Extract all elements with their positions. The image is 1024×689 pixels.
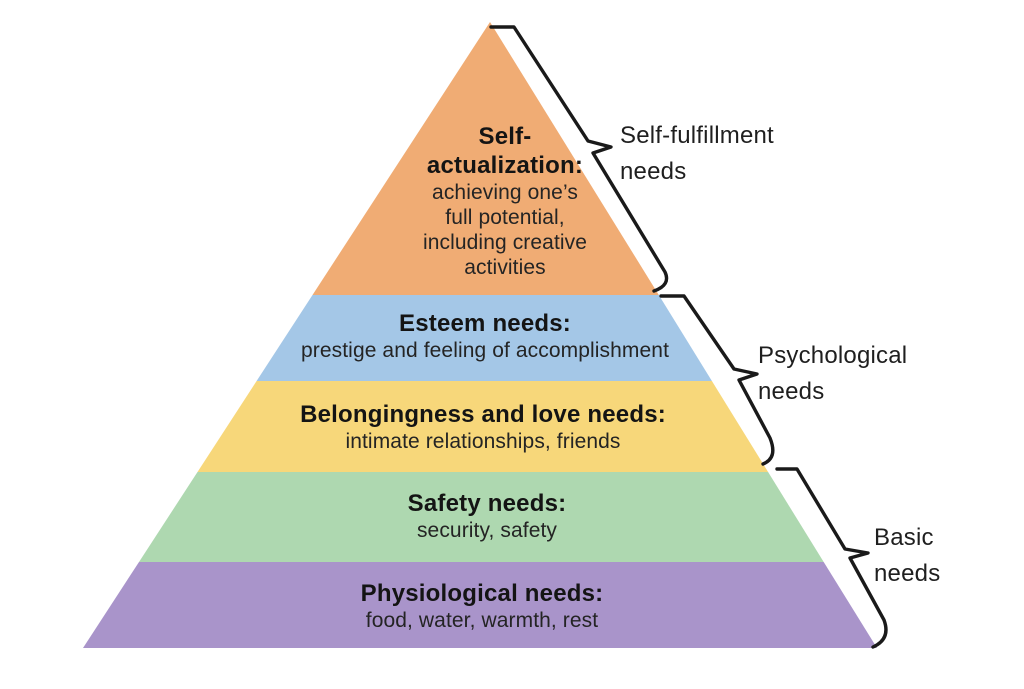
level-heading: Belongingness and love needs: (300, 401, 666, 428)
level-description: security, safety (416, 519, 558, 542)
level-text-self-actualization: Self- actualization: achieving one’s ful… (423, 122, 587, 280)
bracket-basic-needs (775, 467, 888, 649)
side-label-self-fulfillment-needs: Self-fulfillment needs (620, 118, 774, 190)
pyramid-level-physiological (83, 562, 877, 648)
side-label-basic-needs: Basic needs (874, 520, 940, 592)
level-description: activities (464, 256, 546, 279)
side-label-psychological-needs: Psychological needs (758, 338, 907, 410)
side-label-line: needs (758, 378, 825, 405)
level-heading: Safety needs: (407, 490, 567, 517)
side-label-line: needs (620, 158, 687, 185)
level-text-safety: Safety needs: security, safety (408, 489, 567, 543)
pyramid-level-esteem (256, 295, 712, 381)
pyramid-level-belongingness (197, 381, 769, 472)
bracket-self-fulfillment-needs (489, 25, 669, 293)
bracket-psychological-needs (659, 294, 775, 466)
level-description: intimate relationships, friends (345, 430, 621, 453)
level-description: prestige and feeling of accomplishment (300, 339, 670, 362)
level-text-belongingness: Belongingness and love needs: intimate r… (300, 400, 666, 454)
level-description: full potential, (445, 206, 565, 229)
level-description: achieving one’s (432, 181, 578, 204)
level-description: including creative (422, 231, 588, 254)
level-heading: actualization: (426, 152, 584, 179)
level-heading: Self- (478, 123, 532, 150)
side-label-line: Psychological (758, 342, 908, 369)
side-label-line: Self-fulfillment (620, 122, 774, 149)
level-text-esteem: Esteem needs: prestige and feeling of ac… (301, 309, 669, 363)
side-label-line: Basic (874, 524, 934, 551)
level-heading: Physiological needs: (360, 580, 604, 607)
pyramid-level-safety (139, 472, 824, 562)
pyramid-level-self-actualization (312, 22, 659, 295)
level-text-physiological: Physiological needs: food, water, warmth… (361, 579, 604, 633)
level-description: food, water, warmth, rest (365, 609, 599, 632)
side-label-line: needs (874, 560, 941, 587)
level-heading: Esteem needs: (398, 310, 572, 337)
